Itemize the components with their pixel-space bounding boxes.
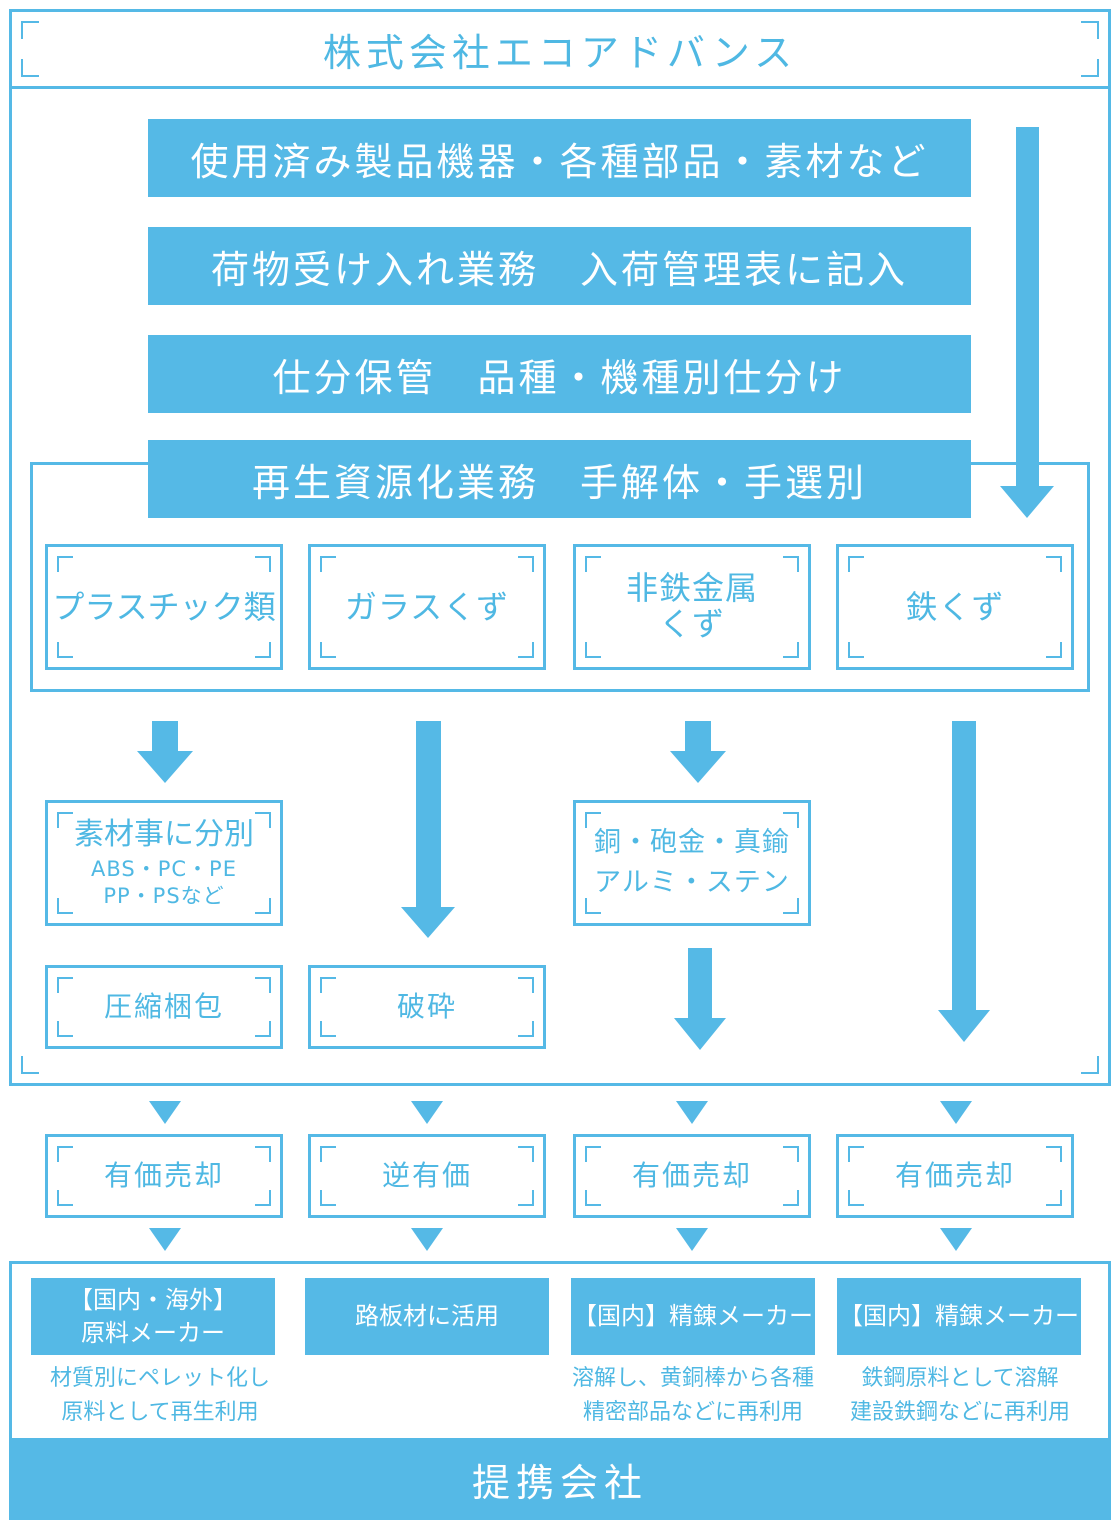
step-incoming-products: 使用済み製品機器・各種部品・素材など: [148, 119, 971, 197]
arrow-to-sale-3: [676, 1101, 708, 1124]
category-plastic: プラスチック類: [45, 544, 283, 670]
arrow-plastic-sort: [137, 721, 193, 783]
crush-box: 破砕: [308, 965, 546, 1049]
arrow-to-sale-1: [149, 1101, 181, 1124]
sale-box-plastic: 有価売却: [45, 1134, 283, 1218]
company-header: 株式会社エコアドバンス: [9, 9, 1111, 89]
partner-title-bar: 提携会社: [9, 1438, 1111, 1520]
category-iron: 鉄くず: [836, 544, 1074, 670]
company-title: 株式会社エコアドバンス: [322, 30, 798, 75]
arrow-iron: [938, 721, 990, 1042]
metals-box: 銅・砲金・真鍮 アルミ・ステン: [573, 800, 811, 926]
sale-box-nonferrous: 有価売却: [573, 1134, 811, 1218]
arrow-to-sale-4: [940, 1101, 972, 1124]
step-sorting-storage: 仕分保管 品種・機種別仕分け: [148, 335, 971, 413]
step-receiving: 荷物受け入れ業務 入荷管理表に記入: [148, 227, 971, 305]
partner-label-nonferrous: 【国内】精錬メーカー: [571, 1278, 815, 1355]
company-frame: [9, 86, 1111, 1086]
arrow-glass-crush: [401, 721, 455, 938]
partner-label-iron: 【国内】精錬メーカー: [837, 1278, 1081, 1355]
compress-box: 圧縮梱包: [45, 965, 283, 1049]
partner-note-nonferrous: 溶解し、黄銅棒から各種 精密部品などに再利用: [571, 1366, 814, 1426]
category-nonferrous: 非鉄金属 くず: [573, 544, 811, 670]
arrow-to-partner-2: [411, 1228, 443, 1251]
partner-note-plastic: 材質別にペレット化し 原料として再生利用: [49, 1366, 270, 1426]
partner-label-glass: 路板材に活用: [305, 1278, 549, 1355]
category-glass: ガラスくず: [308, 544, 546, 670]
step-recycling: 再生資源化業務 手解体・手選別: [148, 440, 971, 518]
arrow-to-partner-1: [149, 1228, 181, 1251]
arrow-to-sale-2: [411, 1101, 443, 1124]
arrow-nonferrous-metals: [670, 721, 726, 783]
sale-box-glass: 逆有価: [308, 1134, 546, 1218]
partner-note-iron: 鉄鋼原料として溶解 建設鉄鋼などに再利用: [849, 1366, 1070, 1426]
arrow-metals-sale: [674, 948, 726, 1050]
sale-box-iron: 有価売却: [836, 1134, 1074, 1218]
arrow-direct-iron: [1000, 127, 1054, 518]
partner-label-plastic: 【国内・海外】 原料メーカー: [31, 1278, 275, 1355]
plastic-sort-box: 素材事に分別 ABS・PC・PE PP・PSなど: [45, 800, 283, 926]
arrow-to-partner-3: [676, 1228, 708, 1251]
arrow-to-partner-4: [940, 1228, 972, 1251]
